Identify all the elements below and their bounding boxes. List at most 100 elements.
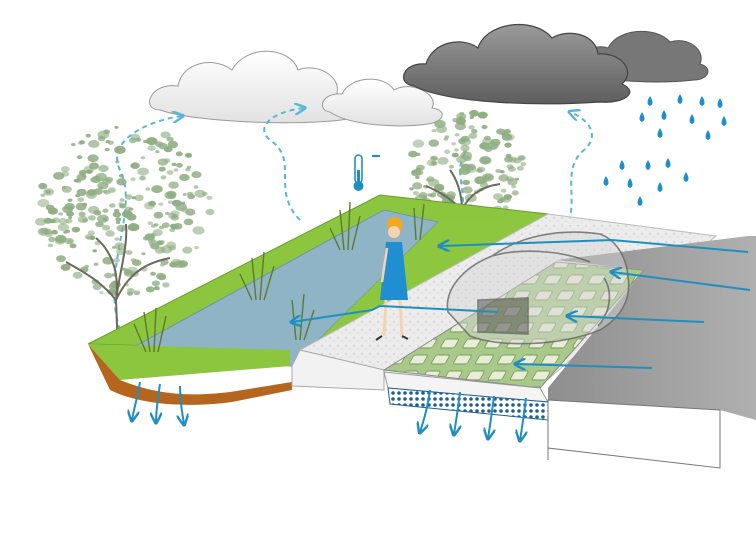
leaf-dot — [145, 187, 151, 191]
leaf-dot — [468, 132, 478, 139]
leaf-dot — [60, 166, 70, 173]
leaf-dot — [72, 271, 83, 279]
leaf-dot — [115, 217, 122, 222]
leaf-dot — [35, 217, 47, 226]
leaf-dot — [84, 233, 94, 240]
runoff-arrows — [292, 238, 751, 368]
leaf-dot — [116, 224, 127, 232]
leaf-dot — [159, 263, 165, 267]
leaf-dot — [64, 203, 76, 211]
leaf-dot — [454, 133, 460, 137]
leaf-dot — [126, 213, 137, 221]
leaf-dot — [173, 168, 179, 172]
leaf-dot — [444, 149, 451, 154]
leaf-dot — [69, 243, 77, 249]
leaf-dot — [145, 286, 155, 293]
leaf-dot — [92, 249, 97, 253]
leaf-dot — [454, 148, 459, 152]
leaf-dot — [175, 151, 183, 157]
leaf-dot — [180, 201, 186, 205]
leaf-dot — [158, 166, 166, 172]
leaf-dot — [412, 139, 425, 148]
leaf-dot — [112, 211, 122, 218]
leaf-dot — [140, 156, 146, 160]
leaf-dot — [206, 195, 213, 200]
leaf-dot — [161, 222, 170, 228]
rain-drops — [603, 94, 727, 206]
leaf-dot — [495, 169, 502, 173]
leaf-dot — [78, 211, 86, 217]
leaf-dot — [438, 186, 444, 191]
leaf-dot — [114, 242, 126, 250]
leaf-dot — [175, 202, 187, 212]
leaf-dot — [193, 185, 199, 189]
leaf-dot — [87, 154, 99, 163]
leaf-dot — [477, 111, 488, 119]
leaf-dot — [114, 237, 120, 241]
leaf-dot — [172, 214, 178, 218]
leaf-dot — [47, 243, 54, 248]
road — [547, 236, 756, 469]
leaf-dot — [102, 189, 108, 194]
leaf-dot — [116, 178, 127, 186]
leaf-dot — [187, 193, 196, 200]
leaf-dot — [154, 246, 166, 254]
leaf-dot — [93, 210, 102, 216]
leaf-dot — [105, 230, 115, 237]
leaf-dot — [115, 220, 121, 225]
leaf-dot — [130, 258, 137, 263]
leaf-dot — [158, 225, 165, 230]
leaf-dot — [157, 158, 169, 166]
leaf-dot — [452, 117, 459, 123]
leaf-dot — [459, 117, 464, 121]
leaf-dot — [105, 140, 110, 144]
leaf-dot — [182, 193, 187, 196]
leaf-dot — [58, 212, 64, 216]
leaf-dot — [158, 202, 164, 206]
tree-right-leaves — [408, 109, 527, 229]
leaf-dot — [137, 167, 149, 176]
leaf-dot — [61, 185, 72, 193]
leaf-dot — [469, 116, 474, 119]
leaf-dot — [92, 283, 102, 291]
leaf-dot — [503, 194, 512, 200]
leaf-dot — [57, 223, 69, 232]
leaf-dot — [102, 224, 111, 231]
leaf-dot — [412, 191, 419, 196]
leaf-dot — [479, 142, 490, 150]
leaf-dot — [130, 162, 140, 169]
leaf-dot — [97, 135, 106, 142]
leaf-dot — [118, 203, 127, 209]
leaf-dot — [448, 164, 455, 169]
leaf-dot — [160, 175, 167, 180]
leaf-dot — [194, 246, 199, 250]
leaf-dot — [85, 133, 91, 138]
leaf-dot — [43, 217, 53, 224]
leaf-dot — [446, 191, 456, 198]
leaf-dot — [156, 272, 166, 280]
leaf-dot — [500, 188, 507, 193]
leaf-dot — [68, 216, 73, 220]
leaf-dot — [78, 140, 84, 145]
leaf-dot — [459, 111, 465, 116]
leaf-dot — [37, 199, 50, 208]
leaf-dot — [130, 222, 136, 227]
leaf-dot — [183, 218, 194, 226]
leaf-dot — [66, 211, 74, 217]
leaf-dot — [166, 241, 177, 249]
leaf-dot — [147, 145, 156, 152]
leaf-dot — [517, 155, 526, 161]
leaf-dot — [437, 157, 449, 165]
leaf-dot — [490, 145, 497, 150]
leaf-dot — [168, 181, 179, 189]
leaf-dot — [496, 128, 506, 135]
leaf-dot — [95, 221, 104, 228]
leaf-dot — [102, 217, 108, 222]
leaf-dot — [155, 150, 160, 154]
leaf-dot — [205, 208, 215, 216]
leaf-dot — [93, 262, 99, 266]
leaf-dot — [40, 227, 50, 234]
bioswale — [87, 194, 550, 405]
leaf-dot — [52, 217, 61, 223]
leaf-dot — [520, 162, 527, 167]
